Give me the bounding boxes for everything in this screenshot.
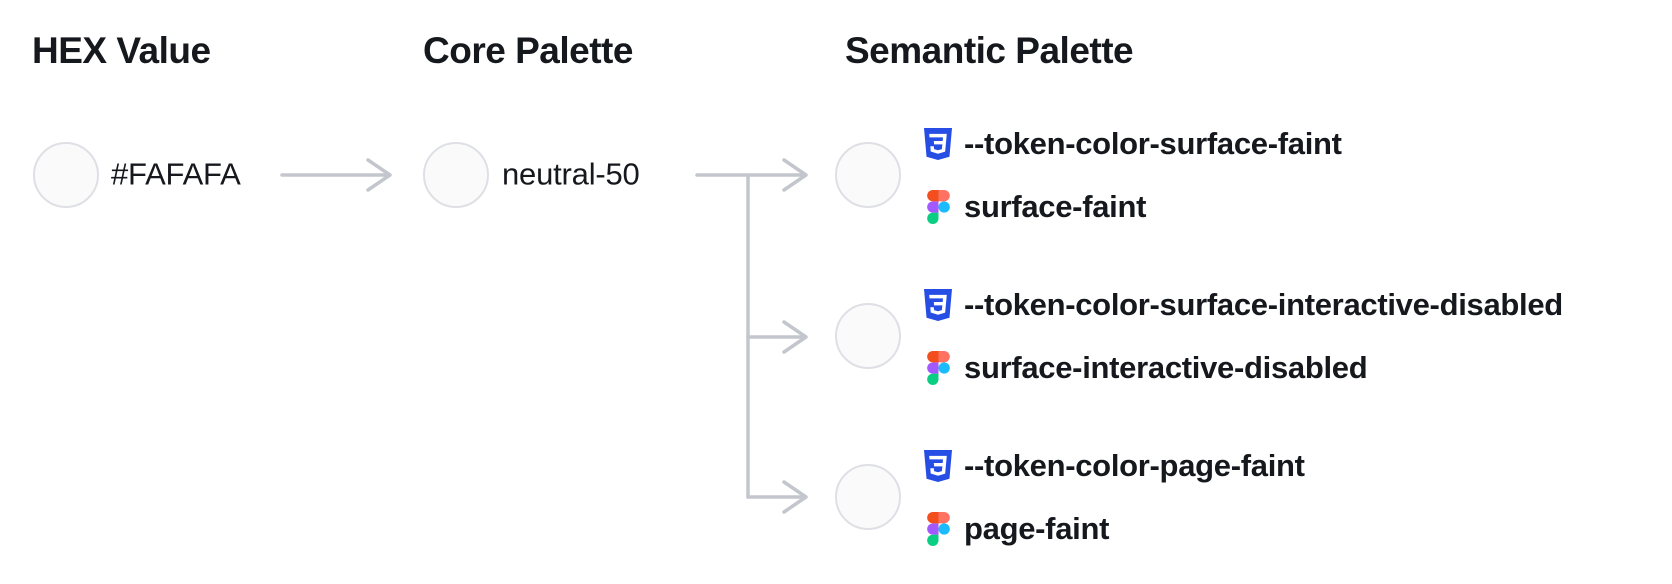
css-variable-name: --token-color-page-faint [964, 447, 1305, 483]
figma-style-row: surface-faint [921, 188, 1342, 225]
semantic-palette-column-header: Semantic Palette [845, 30, 1134, 71]
figma-logo-icon [921, 350, 955, 385]
figma-logo-icon [921, 189, 955, 224]
arrow-hex-to-core-head [366, 158, 392, 192]
figma-style-row: surface-interactive-disabled [921, 349, 1563, 386]
core-palette-column-header: Core Palette [423, 30, 633, 71]
figma-style-name: surface-faint [964, 188, 1147, 224]
css-variable-row: --token-color-page-faint [921, 447, 1305, 484]
css-variable-row: --token-color-surface-faint [921, 125, 1342, 162]
css3-shield-icon [921, 449, 955, 483]
figma-style-name: page-faint [964, 510, 1110, 546]
hex-value-column-header: HEX Value [32, 30, 211, 71]
semantic-color-swatch [835, 464, 901, 530]
figma-style-name: surface-interactive-disabled [964, 349, 1368, 385]
semantic-token-item: --token-color-surface-faint surface-fain… [835, 125, 1342, 225]
css-variable-name: --token-color-surface-interactive-disabl… [964, 286, 1563, 322]
hex-color-swatch [33, 142, 99, 208]
hex-value-label: #FAFAFA [111, 156, 241, 192]
core-palette-label: neutral-50 [502, 156, 640, 192]
semantic-token-item: --token-color-surface-interactive-disabl… [835, 286, 1563, 386]
arrow-core-to-semantic-3-head [782, 480, 808, 514]
figma-style-row: page-faint [921, 510, 1305, 547]
semantic-color-swatch [835, 142, 901, 208]
css3-shield-icon [921, 127, 955, 161]
arrow-core-to-semantic-1-head [782, 158, 808, 192]
figma-logo-icon [921, 511, 955, 546]
core-color-swatch [423, 142, 489, 208]
css-variable-name: --token-color-surface-faint [964, 125, 1342, 161]
css3-shield-icon [921, 288, 955, 322]
css-variable-row: --token-color-surface-interactive-disabl… [921, 286, 1563, 323]
semantic-token-item: --token-color-page-faint page-faint [835, 447, 1305, 547]
semantic-color-swatch [835, 303, 901, 369]
arrow-core-to-semantic-2-head [782, 320, 808, 354]
